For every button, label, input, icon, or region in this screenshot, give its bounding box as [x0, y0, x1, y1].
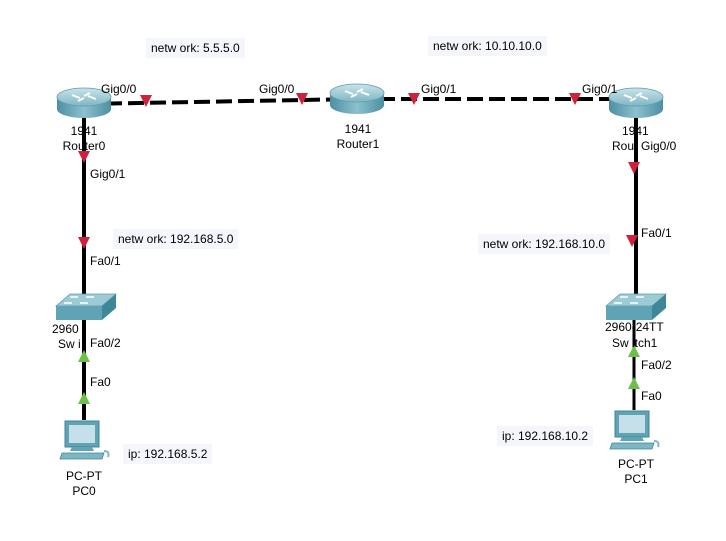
- router1-model: 1941: [344, 122, 372, 136]
- status-switch0-fa0-1: [78, 237, 90, 249]
- router0-icon[interactable]: [56, 87, 112, 118]
- router2-name: Rou: [612, 139, 635, 153]
- router1-name: Router1: [336, 137, 380, 151]
- router1-icon[interactable]: [329, 83, 385, 114]
- switch0-model: 2960: [52, 322, 81, 336]
- pc1-label[interactable]: PC-PT PC1: [596, 457, 676, 487]
- switch1-model: 2960-24TT: [605, 320, 664, 334]
- pc0-label[interactable]: PC-PT PC0: [44, 469, 124, 499]
- pc1-name: PC1: [624, 472, 648, 486]
- router2-model: 1941: [622, 124, 649, 138]
- pc0-icon[interactable]: [59, 420, 110, 460]
- port-label-router0-gig0-1: Gig0/1: [90, 167, 126, 181]
- port-label-switch1-fa0-1: Fa0/1: [641, 226, 672, 240]
- port-label-pc1-fa0: Fa0: [641, 389, 662, 403]
- cable-router0-router1[interactable]: [83, 97, 358, 106]
- port-label-switch0-fa0-1: Fa0/1: [90, 254, 121, 268]
- switch0-name: Sw i: [58, 337, 81, 351]
- note-ip-pc1[interactable]: ip: 192.168.10.2: [497, 426, 594, 446]
- port-label-router2-gig0-0: Gig0/0: [641, 139, 677, 153]
- port-label-router1-gig0-1: Gig0/1: [421, 82, 457, 96]
- pc0-model: PC-PT: [66, 469, 102, 483]
- switch1-icon[interactable]: [604, 293, 668, 320]
- switch1-name: Sw itch1: [612, 336, 658, 350]
- status-pc0-fa0: [78, 392, 90, 404]
- note-ip-pc0[interactable]: ip: 192.168.5.2: [123, 444, 213, 464]
- pc1-model: PC-PT: [618, 457, 654, 471]
- status-router0-gig0-1: [78, 151, 90, 163]
- router0-name: Router0: [62, 139, 106, 153]
- switch0-icon[interactable]: [54, 293, 118, 320]
- status-router2-gig0-1: [569, 93, 581, 105]
- port-label-switch1-fa0-2: Fa0/2: [641, 358, 672, 372]
- status-switch0-fa0-2: [78, 350, 90, 362]
- port-label-pc0-fa0: Fa0: [90, 375, 111, 389]
- status-switch1-fa0-2: [628, 345, 640, 357]
- note-network-192-168-10-0[interactable]: netw ork: 192.168.10.0: [478, 234, 611, 254]
- note-network-192-168-5-0[interactable]: netw ork: 192.168.5.0: [113, 229, 239, 249]
- status-switch1-fa0-1: [626, 235, 638, 247]
- pc1-icon[interactable]: [609, 410, 660, 450]
- router1-label[interactable]: 1941 Router1: [318, 122, 398, 152]
- router0-label[interactable]: 1941 Router0: [44, 124, 124, 154]
- status-router0-gig0-0: [140, 95, 152, 107]
- port-label-switch0-fa0-2: Fa0/2: [90, 336, 121, 350]
- note-network-5-5-5-0[interactable]: netw ork: 5.5.5.0: [146, 38, 245, 58]
- status-router1-gig0-0: [296, 93, 308, 105]
- status-router1-gig0-1: [408, 93, 420, 105]
- port-label-router2-gig0-1: Gig0/1: [582, 82, 618, 96]
- pc0-name: PC0: [72, 484, 96, 498]
- note-network-10-10-10-0[interactable]: netw ork: 10.10.10.0: [428, 36, 547, 56]
- status-router2-gig0-0: [628, 162, 640, 174]
- router0-model: 1941: [70, 124, 98, 138]
- port-label-router0-gig0-0: Gig0/0: [101, 82, 137, 96]
- status-pc1-fa0: [628, 377, 640, 389]
- port-label-router1-gig0-0: Gig0/0: [259, 82, 295, 96]
- router2-icon[interactable]: [608, 87, 664, 118]
